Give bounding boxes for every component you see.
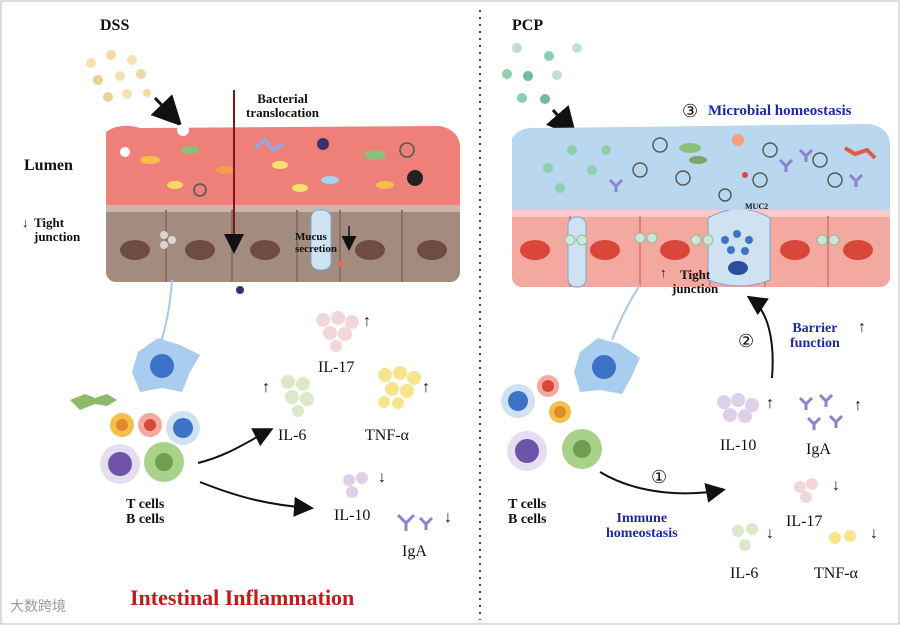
left-immune-cells — [70, 394, 200, 484]
right-il10-up: ↑ — [766, 395, 774, 412]
muc2-label: MUC2 — [745, 202, 769, 211]
dss-arrow — [150, 94, 183, 127]
left-bacteria — [140, 137, 423, 197]
tight-junction-label: Tight junction — [34, 215, 81, 244]
arrow-immune — [599, 471, 726, 503]
left-il10-label: IL-10 — [334, 507, 371, 524]
right-tnf-down: ↓ — [870, 525, 878, 542]
right-il17-down: ↓ — [832, 477, 840, 494]
immune-homeostasis-label: Immune homeostasis — [606, 511, 678, 541]
right-tight-junction-label: Tight junction — [672, 267, 719, 296]
left-il6-cluster — [281, 375, 314, 417]
barrier-function-label: Barrier function — [790, 321, 840, 351]
pcp-title: PCP — [512, 17, 544, 34]
right-iga-label: IgA — [806, 441, 831, 458]
right-il6-cluster — [732, 523, 758, 551]
left-il17-cluster — [316, 311, 359, 352]
barrier-number: ② — [738, 331, 755, 351]
left-tnf-up: ↑ — [422, 379, 430, 396]
right-il17-cluster — [794, 478, 818, 503]
left-cells-label: T cells B cells — [126, 497, 165, 527]
right-immune-cells — [501, 375, 602, 471]
dss-title: DSS — [100, 17, 130, 34]
dss-particles — [86, 50, 151, 102]
left-iga — [396, 513, 434, 531]
left-iga-label: IgA — [402, 543, 427, 560]
left-il17-up: ↑ — [363, 313, 371, 330]
pcp-particles — [502, 43, 582, 104]
right-iga — [798, 393, 844, 430]
right-il17-label: IL-17 — [786, 513, 823, 530]
arrow-to-il10 — [199, 481, 314, 517]
left-epithelium — [106, 198, 460, 282]
right-lumen — [512, 124, 890, 210]
right-tnf-label: TNF-α — [814, 565, 858, 582]
left-iga-down: ↓ — [444, 509, 452, 526]
left-dendritic-cell — [132, 338, 200, 392]
microbial-number: ③ — [682, 101, 699, 121]
conclusion-label: Intestinal Inflammation — [130, 585, 355, 610]
right-dendritic-cell — [574, 338, 640, 394]
microbial-homeostasis-label: Microbial homeostasis — [708, 103, 852, 119]
bacterial-translocation-label: Bacterial translocation — [246, 91, 319, 120]
left-il10-down: ↓ — [378, 469, 386, 486]
left-tnf-cluster — [378, 366, 421, 409]
watermark: 大数跨境 — [10, 599, 66, 615]
barrier-up: ↑ — [858, 319, 866, 336]
lumen-label: Lumen — [24, 157, 73, 174]
right-bacteria — [543, 134, 877, 202]
left-il6-up: ↑ — [262, 379, 270, 396]
right-epithelium — [512, 205, 890, 288]
right-il10-cluster — [717, 393, 759, 423]
right-tnf-cluster — [829, 530, 856, 544]
left-il6-label: IL-6 — [278, 427, 307, 444]
mucus-secretion-label: Mucus secretion — [295, 231, 337, 255]
left-il10-cluster — [343, 472, 368, 498]
left-tnf-label: TNF-α — [365, 427, 409, 444]
immune-number: ① — [651, 467, 668, 487]
tight-junction-down-arrow: ↓ — [22, 215, 29, 230]
right-cells-label: T cells B cells — [508, 497, 547, 527]
right-tight-junction-up: ↑ — [660, 265, 667, 280]
right-il6-label: IL-6 — [730, 565, 759, 582]
right-il6-down: ↓ — [766, 525, 774, 542]
right-il10-label: IL-10 — [720, 437, 757, 454]
right-iga-up: ↑ — [854, 397, 862, 414]
arrow-barrier — [746, 295, 774, 379]
arrow-to-il6 — [197, 428, 274, 464]
left-il17-label: IL-17 — [318, 359, 355, 376]
